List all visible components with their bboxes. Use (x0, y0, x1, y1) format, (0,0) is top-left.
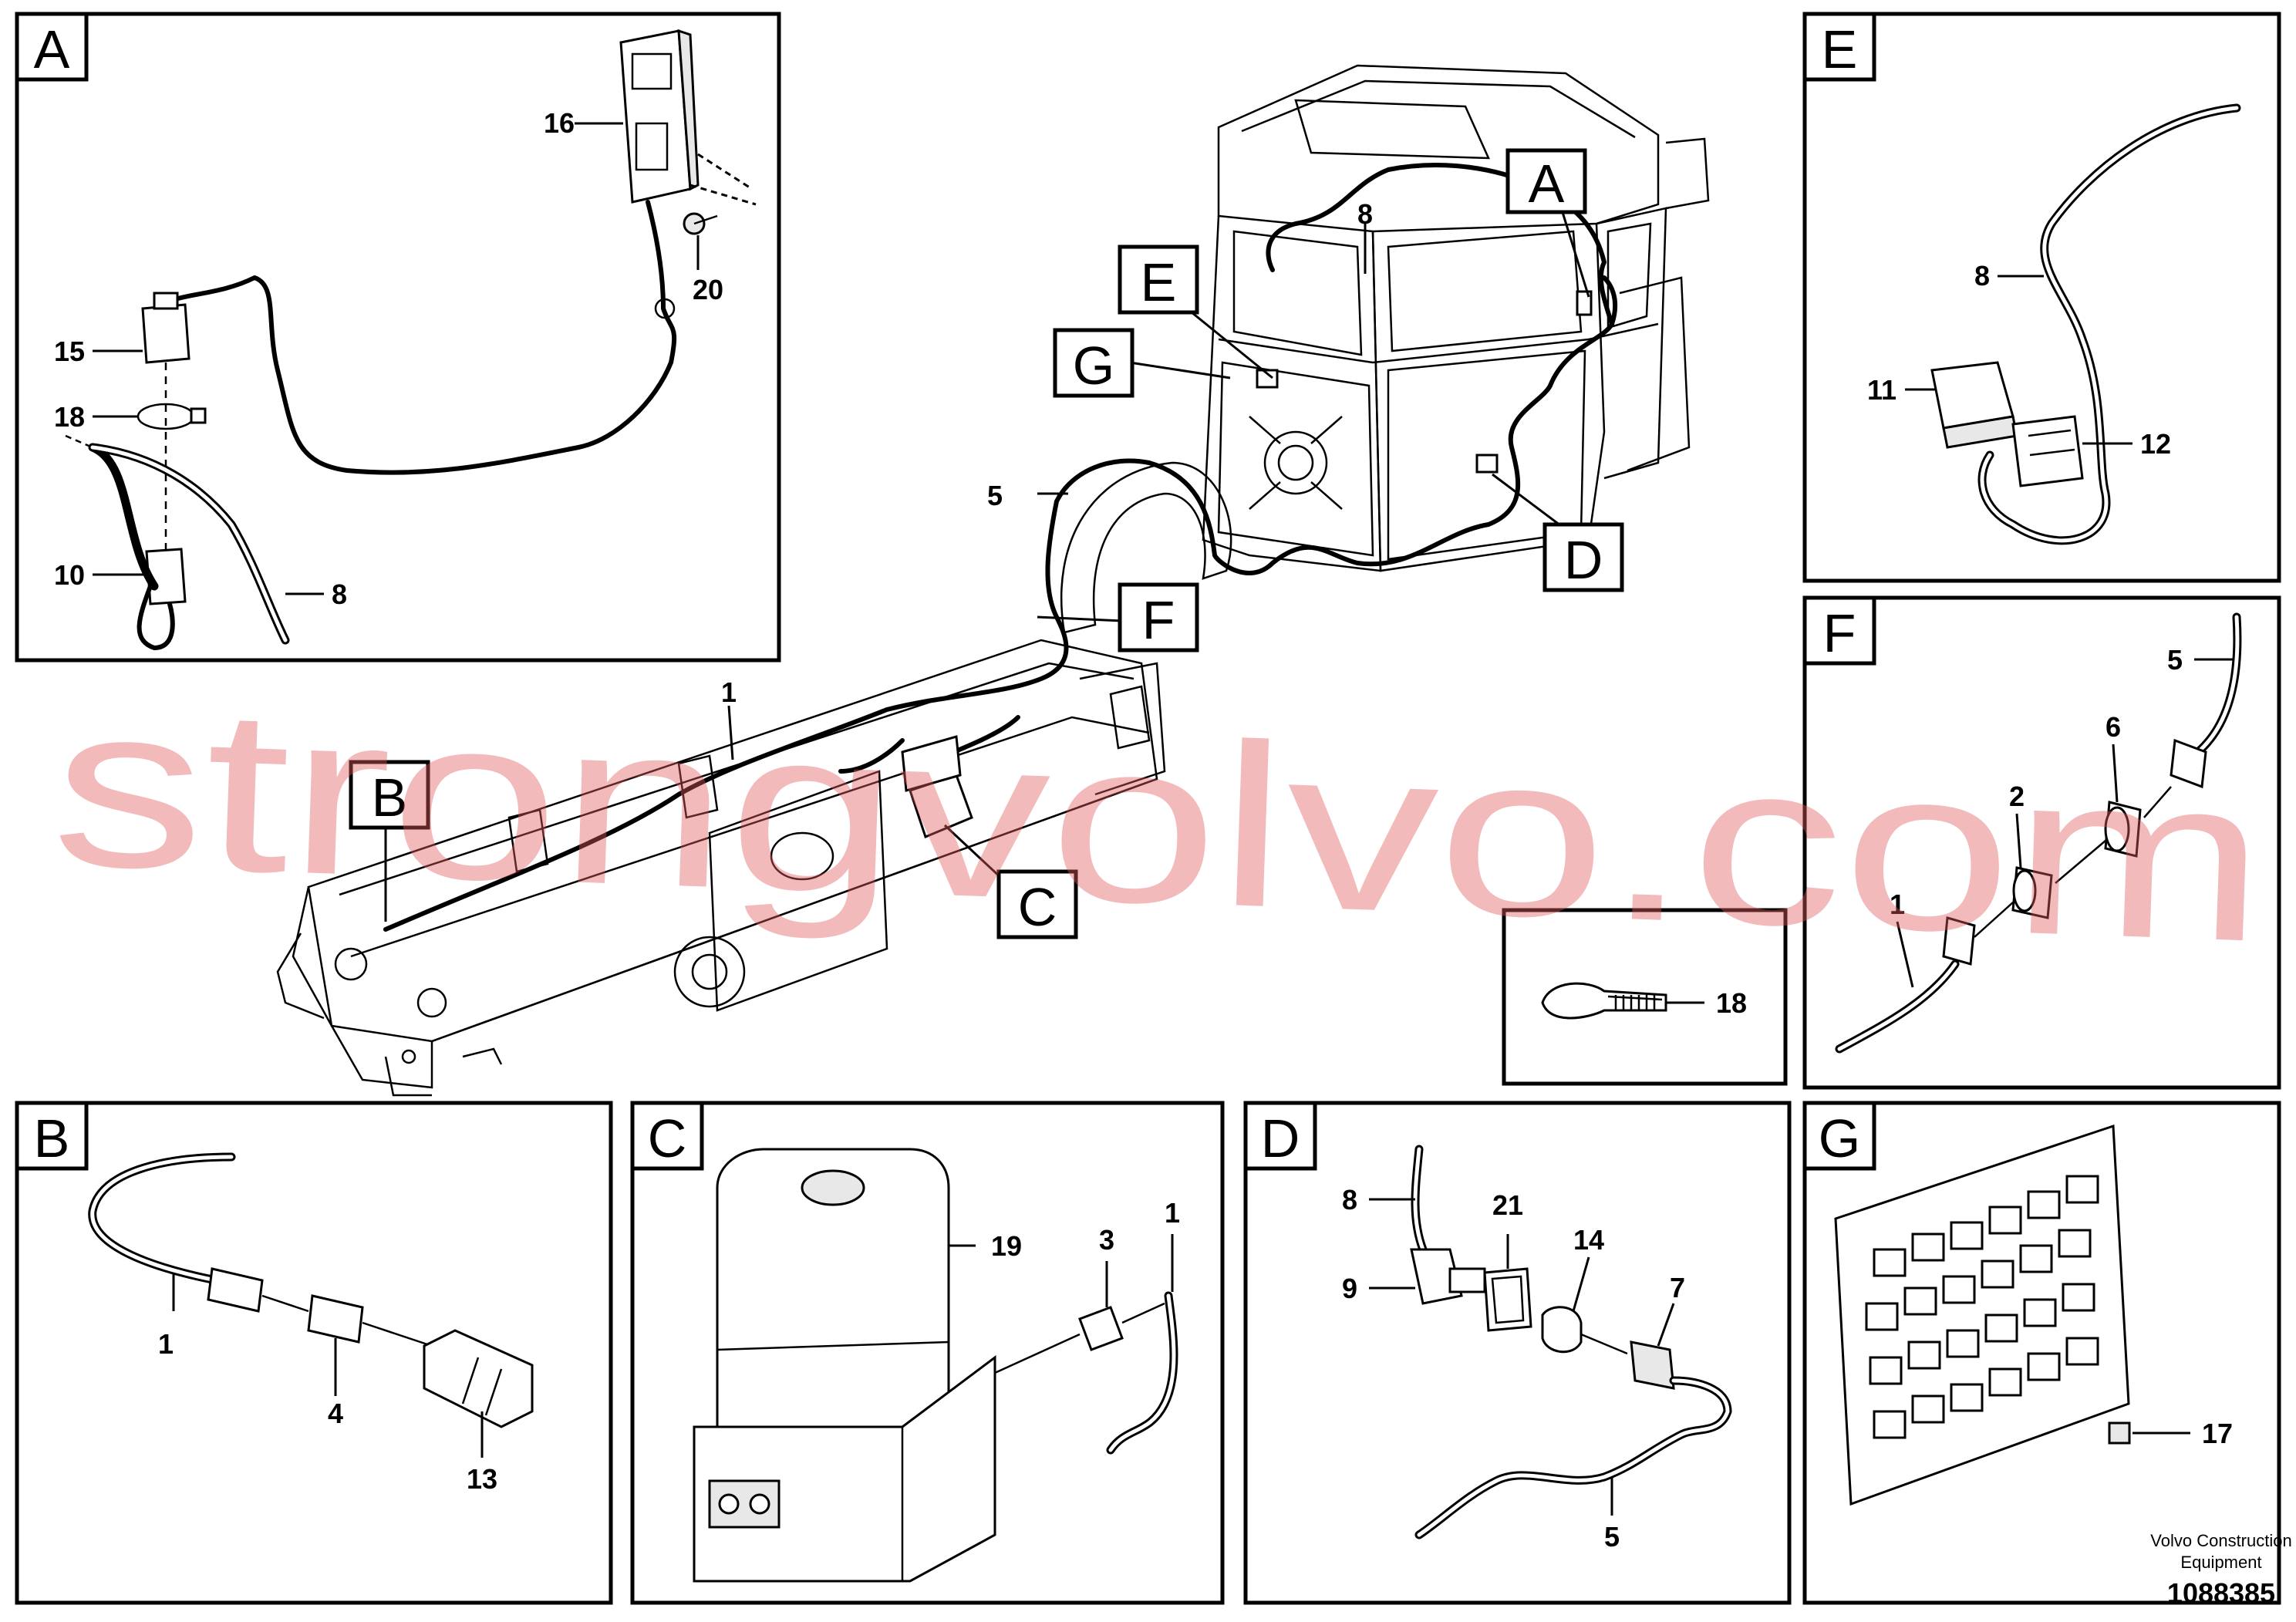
panel-d-part-21: 21 (1492, 1189, 1523, 1221)
manufacturer-line-1: Volvo Construction (2150, 1531, 2291, 1550)
relay-board (1834, 1124, 2130, 1506)
svg-text:E: E (1141, 252, 1177, 312)
panel-d-part-5: 5 (1604, 1521, 1620, 1553)
svg-text:E: E (1822, 19, 1858, 79)
panel-cable-tie: 18 (1502, 908, 1788, 1086)
panel-e-part-12: 12 (2140, 428, 2171, 460)
tie-part-18: 18 (1716, 987, 1747, 1019)
svg-text:A: A (1529, 153, 1565, 214)
panel-f-tag: F (1802, 595, 1876, 666)
panel-f-part-2: 2 (2009, 781, 2025, 812)
overview-illustration: A E G F D B C 8 5 1 (276, 64, 1710, 1097)
panel-f-part-6: 6 (2106, 711, 2121, 743)
svg-text:C: C (1018, 877, 1057, 937)
panel-e-tag: E (1802, 12, 1876, 82)
connector-plug (207, 1267, 264, 1313)
panel-c-part-19: 19 (991, 1230, 1022, 1262)
harness-5-d (1414, 1376, 1732, 1539)
panel-f: F 5 6 2 1 (1802, 595, 2281, 1090)
panel-c: C 19 3 1 (630, 1101, 1225, 1605)
harness-8 (88, 443, 290, 645)
panel-a-part-16: 16 (544, 107, 575, 139)
panel-g-tag: G (1802, 1101, 1876, 1171)
connector-g (1256, 369, 1279, 389)
svg-text:D: D (1564, 530, 1603, 590)
overview-tag-d: D (1542, 522, 1624, 592)
panel-a: A 16 20 15 18 (15, 12, 781, 663)
panel-c-part-1: 1 (1165, 1197, 1180, 1229)
overview-part-5: 5 (987, 480, 1003, 511)
svg-text:A: A (34, 19, 70, 79)
panel-g: G (1802, 1101, 2281, 1605)
panel-b: B 1 4 13 (15, 1101, 613, 1605)
connector-7 (1630, 1340, 1675, 1390)
watermark: strongvolvo.com (49, 654, 2270, 992)
clip-14 (1541, 1306, 1583, 1354)
connector-a (1576, 290, 1593, 316)
document-number: 1088385 (2167, 1577, 2275, 1609)
cab-drawing (1202, 64, 1710, 572)
panel-d: D 8 21 14 7 9 5 (1243, 1101, 1792, 1605)
panel-b-part-13: 13 (467, 1463, 497, 1495)
panel-a-part-10: 10 (54, 559, 85, 591)
svg-text:G: G (1819, 1108, 1860, 1168)
plug-5 (2170, 738, 2207, 789)
display-cable (167, 200, 677, 475)
overview-tag-f: F (1118, 582, 1199, 653)
svg-text:B: B (372, 767, 408, 828)
connector-12 (2011, 415, 2084, 487)
panel-d-tag: D (1243, 1101, 1317, 1171)
panel-d-part-7: 7 (1670, 1272, 1685, 1303)
overview-tag-c: C (996, 869, 1078, 939)
overview-tag-g: G (1053, 328, 1135, 398)
panel-d-part-14: 14 (1573, 1224, 1604, 1256)
footer: Volvo Construction Equipment 1088385 (2150, 1531, 2291, 1609)
panel-a-part-18: 18 (54, 401, 85, 433)
overview-part-8: 8 (1357, 198, 1373, 230)
svg-text:B: B (34, 1108, 70, 1168)
overview-tag-a: A (1505, 148, 1587, 214)
panel-c-part-3: 3 (1099, 1224, 1114, 1256)
svg-text:C: C (648, 1108, 687, 1168)
connector-3 (1078, 1306, 1124, 1351)
panel-e: E 8 11 12 (1802, 12, 2281, 583)
connector-15 (141, 303, 190, 364)
svg-text:F: F (1142, 590, 1175, 650)
panel-b-part-4: 4 (328, 1398, 343, 1429)
panel-e-part-8: 8 (1974, 260, 1990, 292)
overview-part-1: 1 (721, 676, 737, 708)
sensor-13 (423, 1329, 534, 1428)
panel-g-part-17: 17 (2202, 1418, 2233, 1449)
frame-drawing (276, 639, 1166, 1097)
panel-b-part-1: 1 (158, 1328, 174, 1360)
panel-a-part-8: 8 (332, 578, 347, 610)
svg-text:F: F (1823, 603, 1856, 663)
panel-f-part-5: 5 (2167, 644, 2183, 676)
panel-b-tag: B (15, 1101, 89, 1171)
panel-f-part-1: 1 (1890, 889, 1905, 920)
overview-tag-b: B (349, 760, 430, 830)
panel-d-part-9: 9 (1342, 1273, 1357, 1304)
panel-a-part-20: 20 (693, 274, 723, 305)
panel-a-part-15: 15 (54, 336, 85, 367)
manufacturer-line-2: Equipment (2180, 1553, 2261, 1572)
panel-c-tag: C (630, 1101, 704, 1171)
ecu-19-body (716, 1211, 950, 1436)
harness-1 (88, 1152, 236, 1285)
connector-d (1475, 454, 1499, 474)
panel-e-part-11: 11 (1867, 374, 1896, 406)
connector-4 (307, 1294, 364, 1344)
overview-tag-e: E (1118, 244, 1199, 315)
fuse-17 (2108, 1421, 2131, 1445)
panel-a-tag: A (15, 12, 89, 82)
plug-1 (1942, 916, 1976, 966)
svg-text:G: G (1073, 336, 1114, 396)
panel-d-part-8: 8 (1342, 1184, 1357, 1216)
svg-text:D: D (1261, 1108, 1300, 1168)
